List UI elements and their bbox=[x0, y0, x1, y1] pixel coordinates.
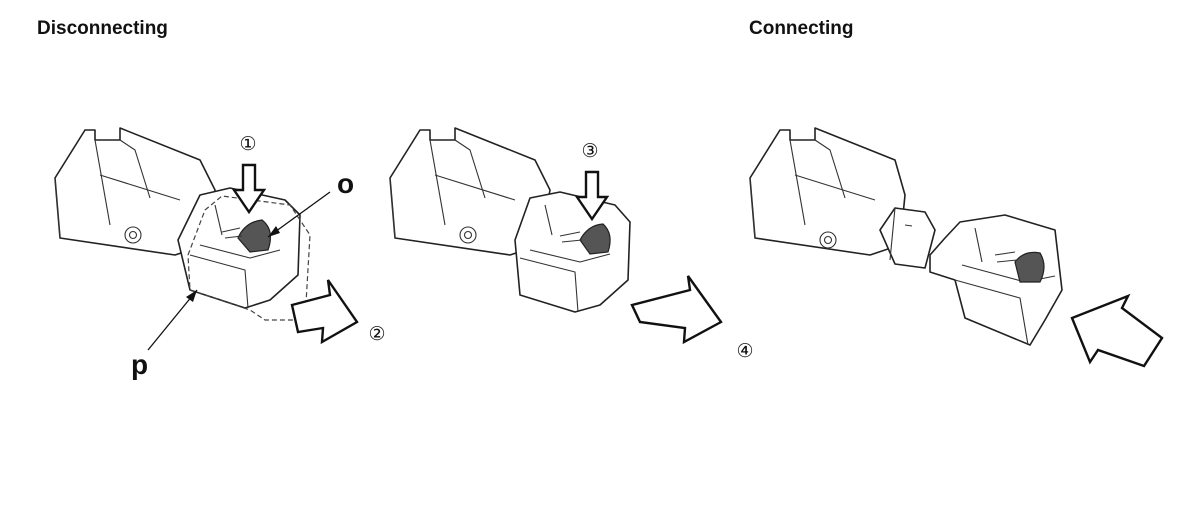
connector-assembly-2 bbox=[389, 127, 723, 345]
connector-assembly-3 bbox=[749, 127, 1164, 368]
step-2: ② bbox=[368, 323, 385, 345]
step-3: ③ bbox=[581, 140, 598, 162]
callout-o: o bbox=[337, 168, 354, 199]
step-4: ④ bbox=[736, 340, 753, 362]
heading-disconnecting: Disconnecting bbox=[37, 18, 168, 39]
callout-p: p bbox=[131, 349, 148, 380]
heading-connecting: Connecting bbox=[749, 18, 854, 39]
step-1: ① bbox=[239, 133, 256, 155]
connector-assembly-1 bbox=[54, 127, 359, 351]
